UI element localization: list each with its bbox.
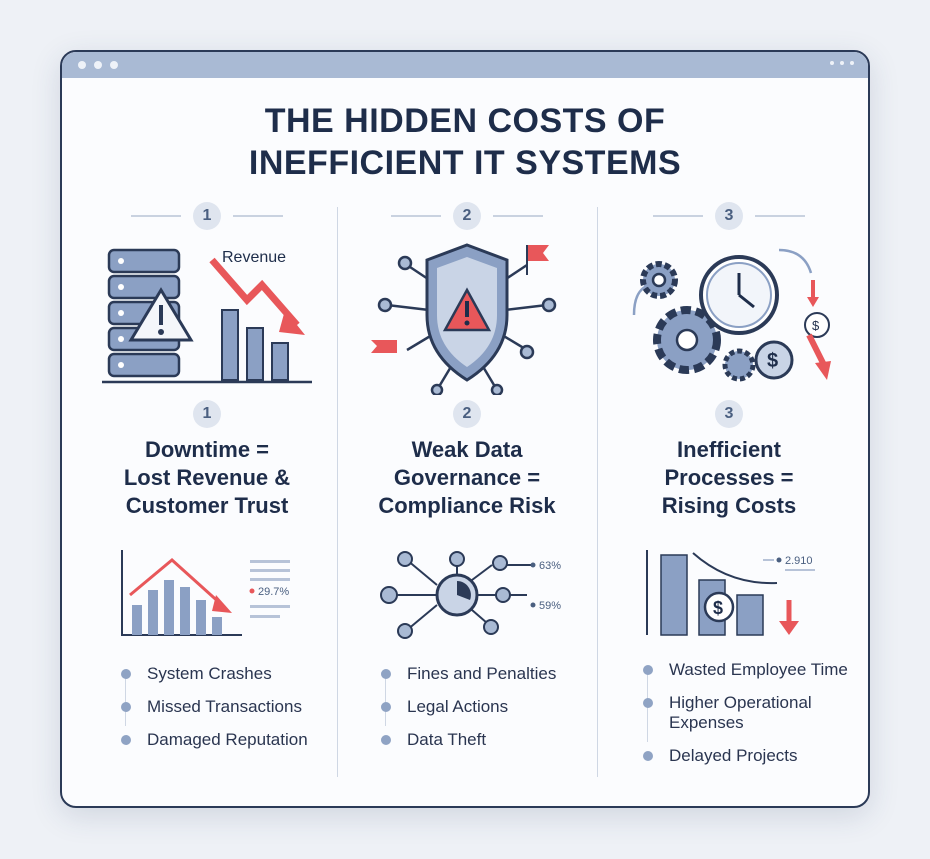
bullet-list: Wasted Employee Time Higher Operational … xyxy=(599,660,859,766)
data-network-chart-icon: 63% 59% xyxy=(337,540,597,650)
window-menu-icon xyxy=(830,61,854,65)
step-badge: 1 xyxy=(77,202,337,230)
bullet-list: Fines and Penalties Legal Actions Data T… xyxy=(337,664,597,750)
window-title-bar xyxy=(62,52,868,78)
gears-clock-dollar-icon: $ $ xyxy=(599,230,859,400)
list-item: Delayed Projects xyxy=(641,746,859,766)
step-badge: 1 xyxy=(77,400,337,428)
step-badge: 3 xyxy=(599,202,859,230)
svg-text:$: $ xyxy=(713,598,723,618)
bullet-list: System Crashes Missed Transactions Damag… xyxy=(77,664,337,750)
step-number: 3 xyxy=(715,400,743,428)
server-warning-revenue-down-icon: Revenue xyxy=(77,230,337,400)
list-item: Missed Transactions xyxy=(119,697,337,717)
column-divider xyxy=(337,207,338,777)
page-title: THE HIDDEN COSTS OF INEFFICIENT IT SYSTE… xyxy=(62,100,868,184)
step-number: 2 xyxy=(453,400,481,428)
column-downtime: 1 Revenue 1 Downtime =Lost Revenue &Cust… xyxy=(77,202,337,763)
revenue-label: Revenue xyxy=(222,249,286,266)
chart-value-label: 2.910 xyxy=(785,555,813,567)
window-dot xyxy=(110,61,118,69)
column-divider xyxy=(597,207,598,777)
step-badge: 2 xyxy=(337,202,597,230)
svg-text:$: $ xyxy=(767,350,778,372)
shield-warning-icon xyxy=(337,230,597,400)
list-item: Fines and Penalties xyxy=(379,664,597,684)
chart-percent-label: 59% xyxy=(539,600,561,612)
infographic-window: THE HIDDEN COSTS OF INEFFICIENT IT SYSTE… xyxy=(60,50,870,808)
list-item: Legal Actions xyxy=(379,697,597,717)
chart-percent-label: 29.7% xyxy=(258,586,289,598)
window-dot xyxy=(78,61,86,69)
title-line: INEFFICIENT IT SYSTEMS xyxy=(248,144,682,182)
rising-cost-chart-icon: $ 2.910 xyxy=(599,540,859,650)
step-badge: 3 xyxy=(599,400,859,428)
window-dot xyxy=(94,61,102,69)
list-item: Damaged Reputation xyxy=(119,730,337,750)
column-heading: Downtime =Lost Revenue &Customer Trust xyxy=(123,437,291,518)
svg-text:$: $ xyxy=(812,318,820,333)
step-badge: 2 xyxy=(337,400,597,428)
step-number: 3 xyxy=(715,202,743,230)
step-number: 1 xyxy=(193,400,221,428)
chart-percent-label: 63% xyxy=(539,560,561,572)
step-number: 1 xyxy=(193,202,221,230)
declining-bar-chart-icon: 29.7% xyxy=(77,540,337,650)
step-number: 2 xyxy=(453,202,481,230)
list-item: Data Theft xyxy=(379,730,597,750)
list-item: Higher Operational Expenses xyxy=(641,693,831,733)
title-line: THE HIDDEN COSTS OF xyxy=(264,102,666,140)
list-item: Wasted Employee Time xyxy=(641,660,859,680)
list-item: System Crashes xyxy=(119,664,337,684)
